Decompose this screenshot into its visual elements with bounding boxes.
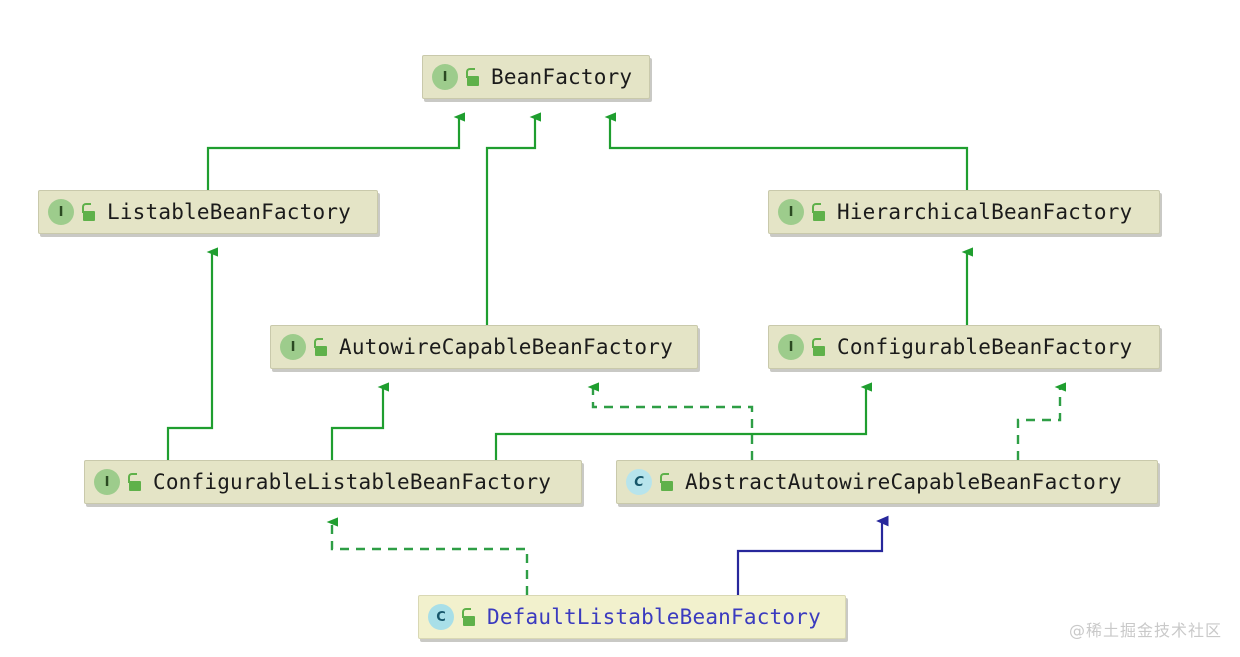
edge-listable-to-beanfactory bbox=[206, 112, 465, 190]
interface-icon: I bbox=[280, 334, 306, 360]
unlocked-padlock-icon bbox=[811, 338, 827, 356]
class-icon: C bbox=[428, 604, 454, 630]
node-beanfactory[interactable]: I BeanFactory bbox=[422, 55, 650, 99]
watermark: @稀土掘金技术社区 bbox=[1068, 621, 1222, 640]
node-configurablelistablebeanfactory[interactable]: I ConfigurableListableBeanFactory bbox=[84, 460, 582, 504]
interface-icon: I bbox=[778, 199, 804, 225]
unlocked-padlock-icon bbox=[461, 608, 477, 626]
node-label: AbstractAutowireCapableBeanFactory bbox=[685, 470, 1122, 494]
node-label: DefaultListableBeanFactory bbox=[487, 605, 821, 629]
edge-abstractautowire-to-configurable bbox=[1016, 382, 1066, 460]
node-label: AutowireCapableBeanFactory bbox=[339, 335, 673, 359]
node-label: ConfigurableListableBeanFactory bbox=[153, 470, 552, 494]
unlocked-padlock-icon bbox=[313, 338, 329, 356]
node-configurablebeanfactory[interactable]: I ConfigurableBeanFactory bbox=[768, 325, 1160, 369]
unlocked-padlock-icon bbox=[81, 203, 97, 221]
node-label: HierarchicalBeanFactory bbox=[837, 200, 1133, 224]
node-label: BeanFactory bbox=[491, 65, 633, 89]
unlocked-padlock-icon bbox=[659, 473, 675, 491]
node-autowirecapablebeanfactory[interactable]: I AutowireCapableBeanFactory bbox=[270, 325, 698, 369]
unlocked-padlock-icon bbox=[127, 473, 143, 491]
unlocked-padlock-icon bbox=[811, 203, 827, 221]
node-label: ListableBeanFactory bbox=[107, 200, 352, 224]
interface-icon: I bbox=[94, 469, 120, 495]
abstract-class-icon: C bbox=[626, 469, 652, 495]
node-hierarchicalbeanfactory[interactable]: I HierarchicalBeanFactory bbox=[768, 190, 1160, 234]
edge-autowirecapable-to-beanfactory bbox=[485, 112, 541, 325]
edge-abstractautowire-to-autowirecapable bbox=[587, 382, 754, 460]
edge-defaultlistable-to-configurablelistable bbox=[326, 517, 529, 595]
node-label: ConfigurableBeanFactory bbox=[837, 335, 1133, 359]
node-listablebeanfactory[interactable]: I ListableBeanFactory bbox=[38, 190, 378, 234]
node-defaultlistablebeanfactory[interactable]: C DefaultListableBeanFactory bbox=[418, 595, 846, 639]
edge-defaultlistable-to-abstractautowire bbox=[736, 515, 889, 595]
node-abstractautowirecapablebeanfactory[interactable]: C AbstractAutowireCapableBeanFactory bbox=[616, 460, 1158, 504]
interface-icon: I bbox=[432, 64, 458, 90]
edge-configurablelistable-to-autowirecapable bbox=[330, 382, 389, 460]
edge-hierarchical-to-beanfactory bbox=[604, 112, 969, 190]
edge-configurablelistable-to-configurable bbox=[494, 382, 872, 460]
interface-icon: I bbox=[48, 199, 74, 225]
unlocked-padlock-icon bbox=[465, 68, 481, 86]
edge-configurablelistable-to-listable bbox=[166, 247, 218, 460]
interface-icon: I bbox=[778, 334, 804, 360]
